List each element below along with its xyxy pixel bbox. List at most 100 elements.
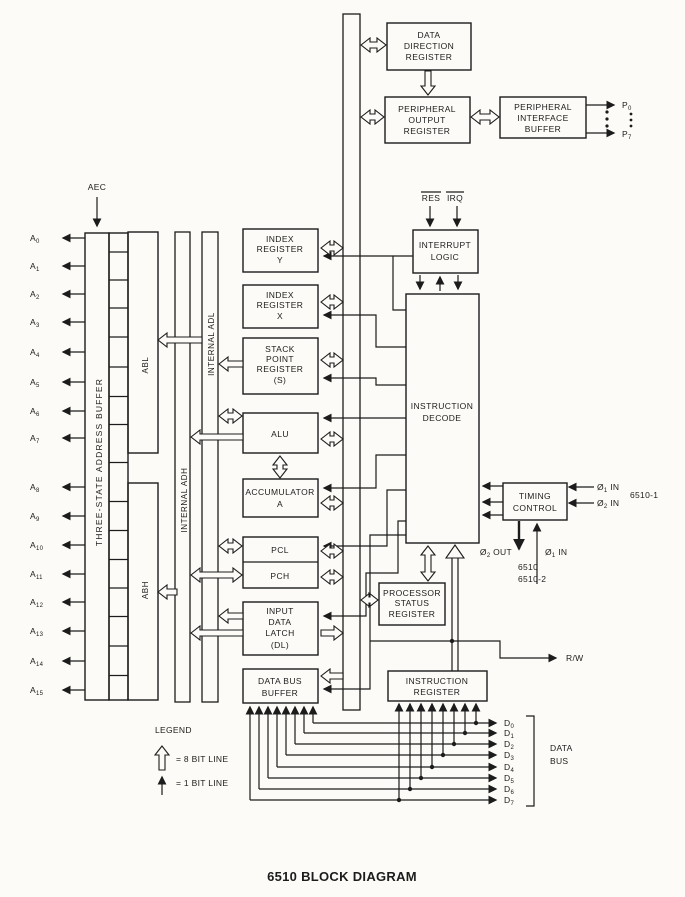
busarrow-index-x: [320, 293, 344, 311]
input-data-latch-label-2: DATA: [268, 617, 291, 627]
ddr-label-1: DATA: [417, 30, 440, 40]
dot: [605, 117, 609, 121]
input-data-latch-label-1: INPUT: [266, 606, 294, 616]
junction-dot: [407, 786, 413, 792]
address-pin-label-a4-base: A: [30, 347, 36, 357]
res-label: RES: [422, 193, 440, 203]
p0-label: P0: [622, 100, 632, 112]
pib-label-2: INTERFACE: [517, 113, 568, 123]
data-pin-label-d1-sub: 1: [510, 734, 514, 740]
internal-adh-bus: [174, 231, 191, 703]
address-pin-label-a8: A8: [30, 482, 40, 494]
input-data-latch-label-4: (DL): [271, 640, 289, 650]
address-pin-label-a1: A1: [30, 261, 40, 273]
pcl-label: PCL: [271, 545, 289, 555]
address-pin-label-a2-sub: 2: [36, 295, 40, 301]
internal-adl-bus: [201, 231, 219, 703]
por-label-1: PERIPHERAL: [398, 104, 456, 114]
dot: [629, 112, 633, 116]
irq-label: IRQ: [447, 193, 463, 203]
address-pin-label-a4: A4: [30, 347, 40, 359]
legend-8bit-label: = 8 BIT LINE: [176, 754, 228, 764]
legend-1bit-label: = 1 BIT LINE: [176, 778, 228, 788]
data-bus-buffer-label-1: DATA BUS: [258, 676, 302, 686]
address-pin-label-a3-base: A: [30, 317, 36, 327]
data-bus-label-2: BUS: [550, 756, 568, 766]
address-pin-label-a13: A13: [30, 626, 44, 638]
dot: [605, 124, 609, 128]
busarrow-stack: [320, 351, 344, 369]
pib-label-3: BUFFER: [525, 124, 561, 134]
psr-label-2: STATUS: [395, 598, 430, 608]
wire-ctl-data-bus-buffer: [322, 534, 406, 694]
address-pin-label-a5-base: A: [30, 377, 36, 387]
junction-dot: [473, 720, 479, 726]
adharrow-pch: [190, 566, 243, 584]
ir-decode-arrowhead: [444, 544, 466, 559]
address-pin-label-a6: A6: [30, 406, 40, 418]
address-pin-label-a7-base: A: [30, 433, 36, 443]
address-pin-label-a7: A7: [30, 433, 40, 445]
internal-adh-label: INTERNAL ADH: [180, 467, 189, 532]
busarrow-por-pib: [470, 108, 500, 126]
por-label-2: OUTPUT: [408, 115, 445, 125]
busarrow-input-data-latch: [320, 624, 344, 642]
index-x-label-2: REGISTER: [257, 300, 304, 310]
junction-dot: [418, 775, 424, 781]
index-register-y-box: [242, 228, 319, 273]
stack-label-3: REGISTER: [257, 364, 304, 374]
busarrow-ddr: [360, 36, 387, 54]
data-pin-label-d3-base: D: [504, 750, 510, 760]
data-pin-label-d0-sub: 0: [510, 724, 514, 730]
adlarrow-abl: [157, 331, 203, 349]
instruction-decode-label-2: DECODE: [423, 413, 462, 423]
address-pin-label-a15-sub: 15: [36, 691, 44, 697]
data-direction-register-box: [386, 22, 472, 71]
address-pin-label-a4-sub: 4: [36, 353, 40, 359]
data-pin-label-d6: D6: [504, 784, 514, 796]
wire-ctl-index-x: [322, 310, 406, 348]
dot: [605, 110, 609, 114]
address-pin-label-a11: A11: [30, 569, 43, 581]
internal-data-bus: [342, 13, 361, 711]
index-y-label-2: REGISTER: [257, 244, 304, 254]
address-pin-label-a5: A5: [30, 377, 40, 389]
wire-rw: [370, 640, 558, 663]
busarrow-pcl: [320, 542, 344, 560]
dot: [629, 124, 633, 128]
address-pin-label-a12: A12: [30, 597, 44, 609]
peripheral-interface-buffer-box: [499, 96, 587, 139]
data-pin-label-d7-sub: 7: [510, 801, 514, 807]
data-pin-label-d4-base: D: [504, 762, 510, 772]
rw-label: R/W: [566, 653, 583, 663]
address-pin-label-a10-sub: 10: [36, 546, 44, 552]
adlarrow-pcl: [218, 537, 243, 555]
abh-label: ABH: [141, 581, 150, 599]
dot: [485, 512, 491, 518]
busarrow-index-y: [320, 239, 344, 257]
address-pin-label-a7-sub: 7: [36, 439, 40, 445]
data-pin-label-d6-sub: 6: [510, 790, 514, 796]
wire-ctl-input-data-latch: [322, 520, 406, 621]
data-pin-label-d6-base: D: [504, 784, 510, 794]
data-pin-label-d5: D5: [504, 773, 514, 785]
generated-layer: A0A1A2A3A4A5A6A7A8A9A10A11A12A13A14A15D0…: [30, 36, 633, 807]
data-pin-label-d1: D1: [504, 728, 514, 740]
por-label-3: REGISTER: [404, 126, 451, 136]
three-state-address-buffer-label: THREE-STATE ADDRESS BUFFER: [94, 378, 104, 546]
legend-8bit-arrow: [153, 745, 171, 771]
labels: DATA DIRECTION REGISTER PERIPHERAL OUTPU…: [88, 30, 658, 884]
processor-status-register-box: [378, 582, 446, 626]
internal-adl-label: INTERNAL ADL: [207, 312, 216, 376]
timing-control-label-1: TIMING: [519, 491, 551, 501]
data-pin-label-d0-base: D: [504, 718, 510, 728]
data-pin-label-d3-sub: 3: [510, 756, 514, 762]
address-pin-label-a0-base: A: [30, 233, 36, 243]
data-pin-label-d4: D4: [504, 762, 514, 774]
wire-ctl-stack: [322, 373, 406, 386]
arrow-alu-accumulator: [271, 455, 289, 479]
junction-dot: [440, 752, 446, 758]
dot: [629, 118, 633, 122]
address-pin-label-a10-base: A: [30, 540, 36, 550]
wires: [92, 100, 616, 807]
